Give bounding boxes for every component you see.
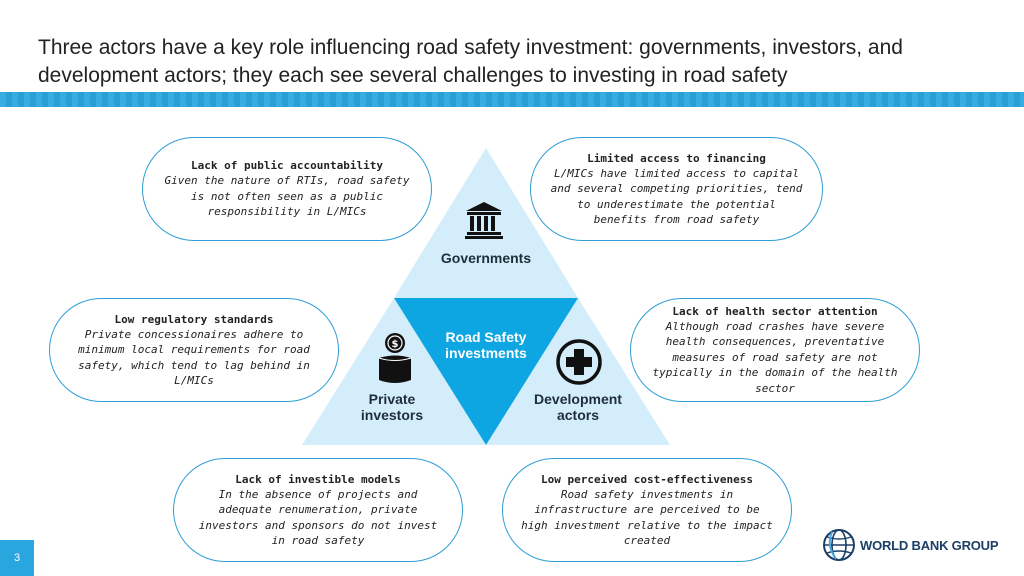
challenge-health-sector-attention: Lack of health sector attention Although… [630,298,920,402]
private-investors-label: Private investors [360,391,424,423]
money-stack-icon: $ [378,333,412,383]
challenge-body: L/MICs have limited access to capital an… [550,166,803,227]
title-accent-bar [0,92,1024,107]
challenge-public-accountability: Lack of public accountability Given the … [142,137,432,241]
challenge-heading: Limited access to financing [587,151,766,165]
government-building-icon [465,202,503,239]
challenge-heading: Lack of public accountability [190,159,384,173]
challenge-heading: Lack of investible models [235,472,401,486]
road-safety-center-triangle [394,298,578,445]
governments-label: Governments [440,250,532,266]
logo-text: WORLD BANK GROUP [860,537,999,553]
medical-cross-icon [556,339,602,385]
challenge-heading: Low perceived cost-effectiveness [541,472,753,486]
challenge-cost-effectiveness: Low perceived cost-effectiveness Road sa… [502,458,792,562]
challenge-access-to-financing: Limited access to financing L/MICs have … [530,137,823,241]
challenge-regulatory-standards: Low regulatory standards Private concess… [49,298,339,402]
challenge-body: In the absence of projects and adequate … [198,487,438,548]
challenge-body: Road safety investments in infrastructur… [521,487,773,548]
world-bank-logo: WORLD BANK GROUP [822,528,999,562]
challenge-heading: Lack of health sector attention [672,304,878,318]
page-number: 3 [0,540,34,576]
globe-icon [823,529,855,561]
road-safety-investments-label: Road Safety investments [445,329,527,361]
challenge-body: Private concessionaires adhere to minimu… [78,327,310,388]
development-actors-label: Development actors [534,391,622,423]
slide-title: Three actors have a key role influencing… [38,36,903,87]
challenge-heading: Low regulatory standards [114,312,274,326]
svg-text:$: $ [392,339,399,350]
challenge-body: Given the nature of RTIs, road safety is… [164,174,410,219]
challenge-investible-models: Lack of investible models In the absence… [173,458,463,562]
challenge-body: Although road crashes have severe health… [652,319,898,395]
